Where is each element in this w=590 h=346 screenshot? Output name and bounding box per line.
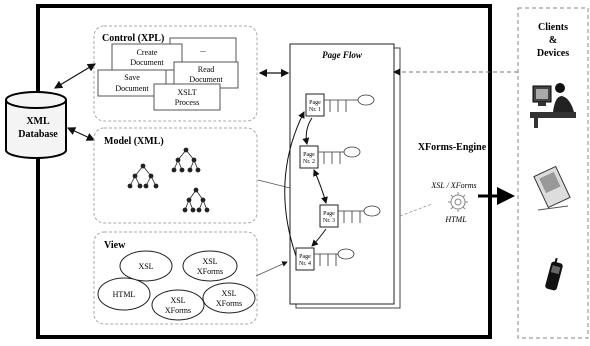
- flow-arrow-2-3: [313, 169, 328, 204]
- svg-text:XForms: XForms: [216, 299, 242, 308]
- clients-frame: [517, 7, 589, 339]
- svg-text:Document: Document: [115, 84, 149, 93]
- svg-text:XSL: XSL: [170, 296, 185, 305]
- mobile-phone-icon: [545, 257, 563, 291]
- svg-text:...: ...: [200, 45, 206, 54]
- control-title: Control (XPL): [102, 33, 164, 44]
- svg-text:XSLT: XSLT: [177, 88, 196, 97]
- page-node: Page Nr. 2: [299, 145, 319, 169]
- svg-text:HTML: HTML: [113, 290, 136, 299]
- xml-tree-icon: [182, 187, 210, 213]
- control-group: [93, 25, 258, 122]
- page-flow-title: Page Flow: [322, 50, 363, 60]
- model-group: [93, 127, 258, 224]
- clients-title-line2: &: [549, 35, 557, 46]
- svg-text:Nr. 1: Nr. 1: [309, 107, 321, 113]
- svg-text:Page: Page: [299, 254, 311, 260]
- svg-text:XSL: XSL: [202, 257, 217, 266]
- view-bubble: XSL XForms: [182, 250, 238, 282]
- system-frame: [36, 4, 492, 339]
- svg-text:Nr. 2: Nr. 2: [303, 159, 315, 165]
- db-model-arrow: [66, 127, 96, 141]
- view-bubble: XSL XForms: [202, 282, 256, 314]
- database-label-line1: XML: [26, 116, 50, 127]
- db-control-arrow: [53, 63, 97, 89]
- xforms-engine-line2: HTML: [444, 215, 467, 224]
- svg-text:Page: Page: [323, 211, 335, 217]
- pageflow-engine-line: [399, 203, 433, 217]
- flow-arrow-3-4: [311, 228, 327, 247]
- view-bubble: XSL XForms: [151, 289, 205, 321]
- clients-title-line3: Devices: [537, 48, 569, 59]
- xml-tree-icon: [171, 147, 201, 173]
- svg-text:XForms: XForms: [197, 267, 223, 276]
- flow-arrow-1-2: [302, 117, 313, 145]
- desktop-user-icon: [530, 83, 576, 128]
- clients-title-line1: Clients: [538, 22, 568, 33]
- svg-text:XSL: XSL: [138, 262, 153, 271]
- svg-text:Page: Page: [303, 152, 315, 158]
- gear-icon: [448, 192, 468, 212]
- svg-text:Nr. 3: Nr. 3: [323, 218, 335, 224]
- svg-text:XSL: XSL: [221, 289, 236, 298]
- page-node: Page Nr. 3: [319, 204, 339, 228]
- svg-text:Process: Process: [175, 98, 199, 107]
- svg-text:Save: Save: [124, 73, 140, 82]
- control-card: Create Document: [111, 43, 183, 71]
- xforms-engine-title: XForms-Engine: [418, 142, 487, 153]
- svg-text:XForms: XForms: [165, 306, 191, 315]
- svg-text:Nr. 4: Nr. 4: [299, 261, 311, 267]
- control-card: XSLT Process: [153, 83, 221, 111]
- view-pageflow-arrow: [255, 261, 288, 277]
- svg-text:Page: Page: [309, 100, 321, 106]
- page-connectors: [314, 94, 381, 266]
- view-title: View: [104, 240, 126, 251]
- svg-text:Document: Document: [189, 75, 223, 84]
- view-bubble: HTML: [97, 277, 151, 311]
- database-label-line2: Database: [18, 129, 58, 140]
- page-node: Page Nr. 4: [295, 247, 315, 271]
- svg-text:Read: Read: [198, 65, 214, 74]
- xforms-engine-line1: XSL / XForms: [430, 181, 476, 190]
- page-node: Page Nr. 1: [305, 93, 325, 117]
- view-group: [93, 231, 258, 325]
- svg-text:Document: Document: [130, 58, 164, 67]
- svg-text:Create: Create: [137, 48, 158, 57]
- view-bubble: XSL: [119, 250, 173, 282]
- model-title: Model (XML): [104, 136, 164, 147]
- flow-arrow-4-1: [284, 111, 305, 257]
- xml-tree-icon: [127, 163, 159, 189]
- xml-database: [5, 91, 67, 159]
- pda-icon: [533, 165, 571, 211]
